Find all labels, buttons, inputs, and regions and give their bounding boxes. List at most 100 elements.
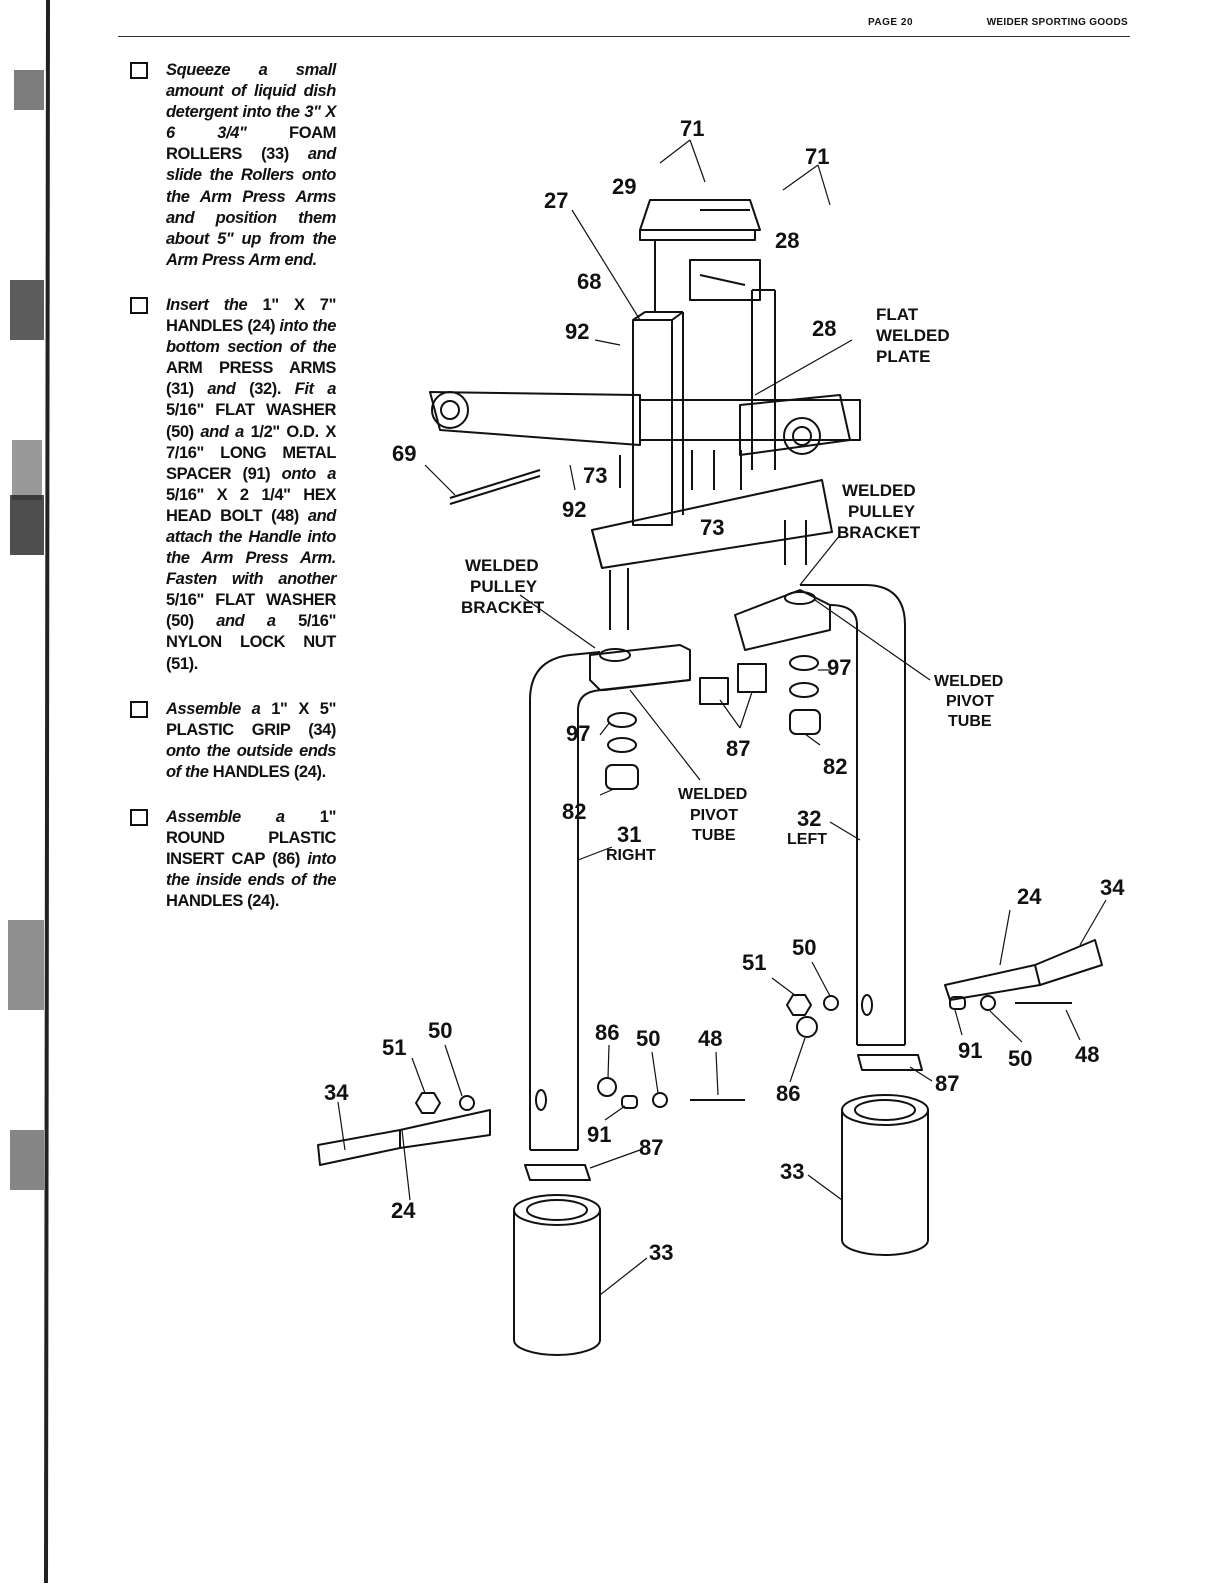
welded-pivot-tube-caption: TUBE xyxy=(948,713,992,730)
instruction-text: Squeeze a small amount of liquid dish de… xyxy=(166,61,336,143)
welded-pivot-tube-caption: WELDED xyxy=(934,673,1003,690)
base-frame xyxy=(591,479,833,630)
part-31-label: 31 xyxy=(617,822,641,847)
part-34-label: 34 xyxy=(324,1080,349,1105)
part-callout: FOAM ROLLERS (33) xyxy=(166,124,336,164)
welded-pivot-tube-caption: TUBE xyxy=(692,827,736,844)
pulley-bracket-28 xyxy=(689,259,761,301)
left-arm-caption: LEFT xyxy=(787,831,827,848)
handle-24-left xyxy=(944,939,1103,1001)
upright-27 xyxy=(632,311,684,526)
part-24-label: 24 xyxy=(1017,884,1042,909)
part-68-label: 68 xyxy=(577,269,601,294)
part-29-label: 29 xyxy=(612,174,636,199)
instruction-text: and xyxy=(193,380,250,399)
part-92-label: 92 xyxy=(565,319,589,344)
instruction-text: onto the outside ends of the xyxy=(166,741,336,781)
part-callout: 1" X 7" HANDLES (24) xyxy=(166,295,337,336)
page-number: PAGE 20 xyxy=(868,17,913,28)
part-51-label: 51 xyxy=(382,1035,406,1060)
part-71-label: 71 xyxy=(805,144,829,169)
scan-edge-artifact xyxy=(0,0,52,1584)
welded-pivot-tube-caption: WELDED xyxy=(678,786,747,803)
part-callout: HANDLES (24). xyxy=(166,892,280,911)
instruction-step: Assemble a 1" ROUND PLASTIC INSERT CAP (… xyxy=(130,807,336,912)
step-checkbox[interactable] xyxy=(130,62,148,79)
washers-97-left xyxy=(789,655,821,735)
part-86-label: 86 xyxy=(776,1081,800,1106)
instruction-text: into the inside ends of the xyxy=(166,850,336,890)
page-header: PAGE 20 WEIDER SPORTING GOODS xyxy=(118,14,1130,37)
brand-name: WEIDER SPORTING GOODS xyxy=(986,17,1128,28)
instruction-step: Squeeze a small amount of liquid dish de… xyxy=(130,60,336,271)
welded-pulley-bracket-caption: WELDED xyxy=(465,556,539,575)
step-text: Assemble a 1" ROUND PLASTIC INSERT CAP (… xyxy=(166,807,336,912)
part-87-label: 87 xyxy=(726,736,750,761)
part-48-label: 48 xyxy=(1075,1042,1099,1067)
part-73-label: 73 xyxy=(583,463,607,488)
welded-pivot-tube-caption: PIVOT xyxy=(946,693,994,710)
instruction-text: Assemble a xyxy=(166,808,320,826)
hardware-left xyxy=(786,994,1072,1038)
step-checkbox[interactable] xyxy=(130,296,148,314)
instruction-text: and a xyxy=(193,422,251,441)
welded-pulley-bracket-caption: WELDED xyxy=(842,481,916,500)
part-48-label: 48 xyxy=(698,1026,722,1051)
welded-pivot-tube-caption: PIVOT xyxy=(690,807,738,824)
part-50-label: 50 xyxy=(428,1018,452,1043)
welded-pulley-bracket-caption: PULLEY xyxy=(470,577,538,596)
part-32-label: 32 xyxy=(797,806,821,831)
part-73-label: 73 xyxy=(700,515,724,540)
part-callout: ARM PRESS ARMS (31) xyxy=(166,359,336,399)
part-50-label: 50 xyxy=(636,1026,660,1051)
flat-welded-plate-caption: FLAT xyxy=(876,305,919,324)
rod-69 xyxy=(449,469,541,505)
instruction-text: Fit a xyxy=(281,380,337,399)
part-callout: 1/2" O.D. X 7/16" LONG METAL SPACER (91) xyxy=(166,422,337,483)
part-97-label: 97 xyxy=(566,721,590,746)
part-87-label: 87 xyxy=(639,1135,663,1160)
instruction-text: and a xyxy=(193,612,299,631)
instruction-step: Assemble a 1" X 5" PLASTIC GRIP (34) ont… xyxy=(130,699,336,783)
leader-lines xyxy=(337,139,1107,1296)
hardware-right xyxy=(415,1077,745,1114)
welded-pulley-bracket-caption: BRACKET xyxy=(461,598,545,617)
welded-pulley-bracket-caption: PULLEY xyxy=(848,502,916,521)
part-92-label: 92 xyxy=(562,497,586,522)
part-callout: 1" ROUND PLASTIC INSERT CAP (86) xyxy=(166,808,336,869)
welded-pulley-bracket-caption: BRACKET xyxy=(837,523,921,542)
foam-roller-33-left xyxy=(841,1094,929,1256)
part-82-label: 82 xyxy=(823,754,847,779)
part-82-label: 82 xyxy=(562,799,586,824)
arm-crossbar xyxy=(429,391,851,456)
step-checkbox[interactable] xyxy=(130,700,148,718)
instruction-step: Insert the 1" X 7" HANDLES (24) into the… xyxy=(130,295,336,675)
part-33-label: 33 xyxy=(649,1240,673,1265)
part-34-label: 34 xyxy=(1100,875,1125,900)
instruction-text: and attach the Handle into the Arm Press… xyxy=(166,506,336,589)
top-plate-29 xyxy=(639,199,761,241)
instruction-steps: Squeeze a small amount of liquid dish de… xyxy=(130,60,336,936)
diagram-svg: 71 71 29 27 28 68 92 28 69 73 92 73 97 9… xyxy=(317,116,1125,1356)
part-87-label: 87 xyxy=(935,1071,959,1096)
part-50-label: 50 xyxy=(792,935,816,960)
exploded-assembly-diagram: 71 71 29 27 28 68 92 28 69 73 92 73 97 9… xyxy=(300,100,1224,1380)
part-51-label: 51 xyxy=(742,950,766,975)
step-text: Assemble a 1" X 5" PLASTIC GRIP (34) ont… xyxy=(166,699,336,783)
part-28-label: 28 xyxy=(812,316,836,341)
part-91-label: 91 xyxy=(587,1122,611,1147)
foam-roller-33-right xyxy=(513,1194,601,1356)
part-27-label: 27 xyxy=(544,188,568,213)
instruction-text: onto a xyxy=(270,464,337,483)
step-checkbox[interactable] xyxy=(130,809,148,826)
part-24-label: 24 xyxy=(391,1198,416,1223)
part-callout: 5/16" X 2 1/4" HEX HEAD BOLT (48) xyxy=(166,485,336,525)
bolts-73 xyxy=(619,450,742,490)
part-callout: 5/16" FLAT WASHER (50) xyxy=(166,401,336,441)
arm-32-left xyxy=(734,584,906,1046)
part-71-label: 71 xyxy=(680,116,704,141)
flat-welded-plate-caption: PLATE xyxy=(876,347,930,366)
part-97-label: 97 xyxy=(827,655,851,680)
part-callout: HANDLES (24). xyxy=(212,762,326,781)
step-text: Insert the 1" X 7" HANDLES (24) into the… xyxy=(166,295,336,675)
